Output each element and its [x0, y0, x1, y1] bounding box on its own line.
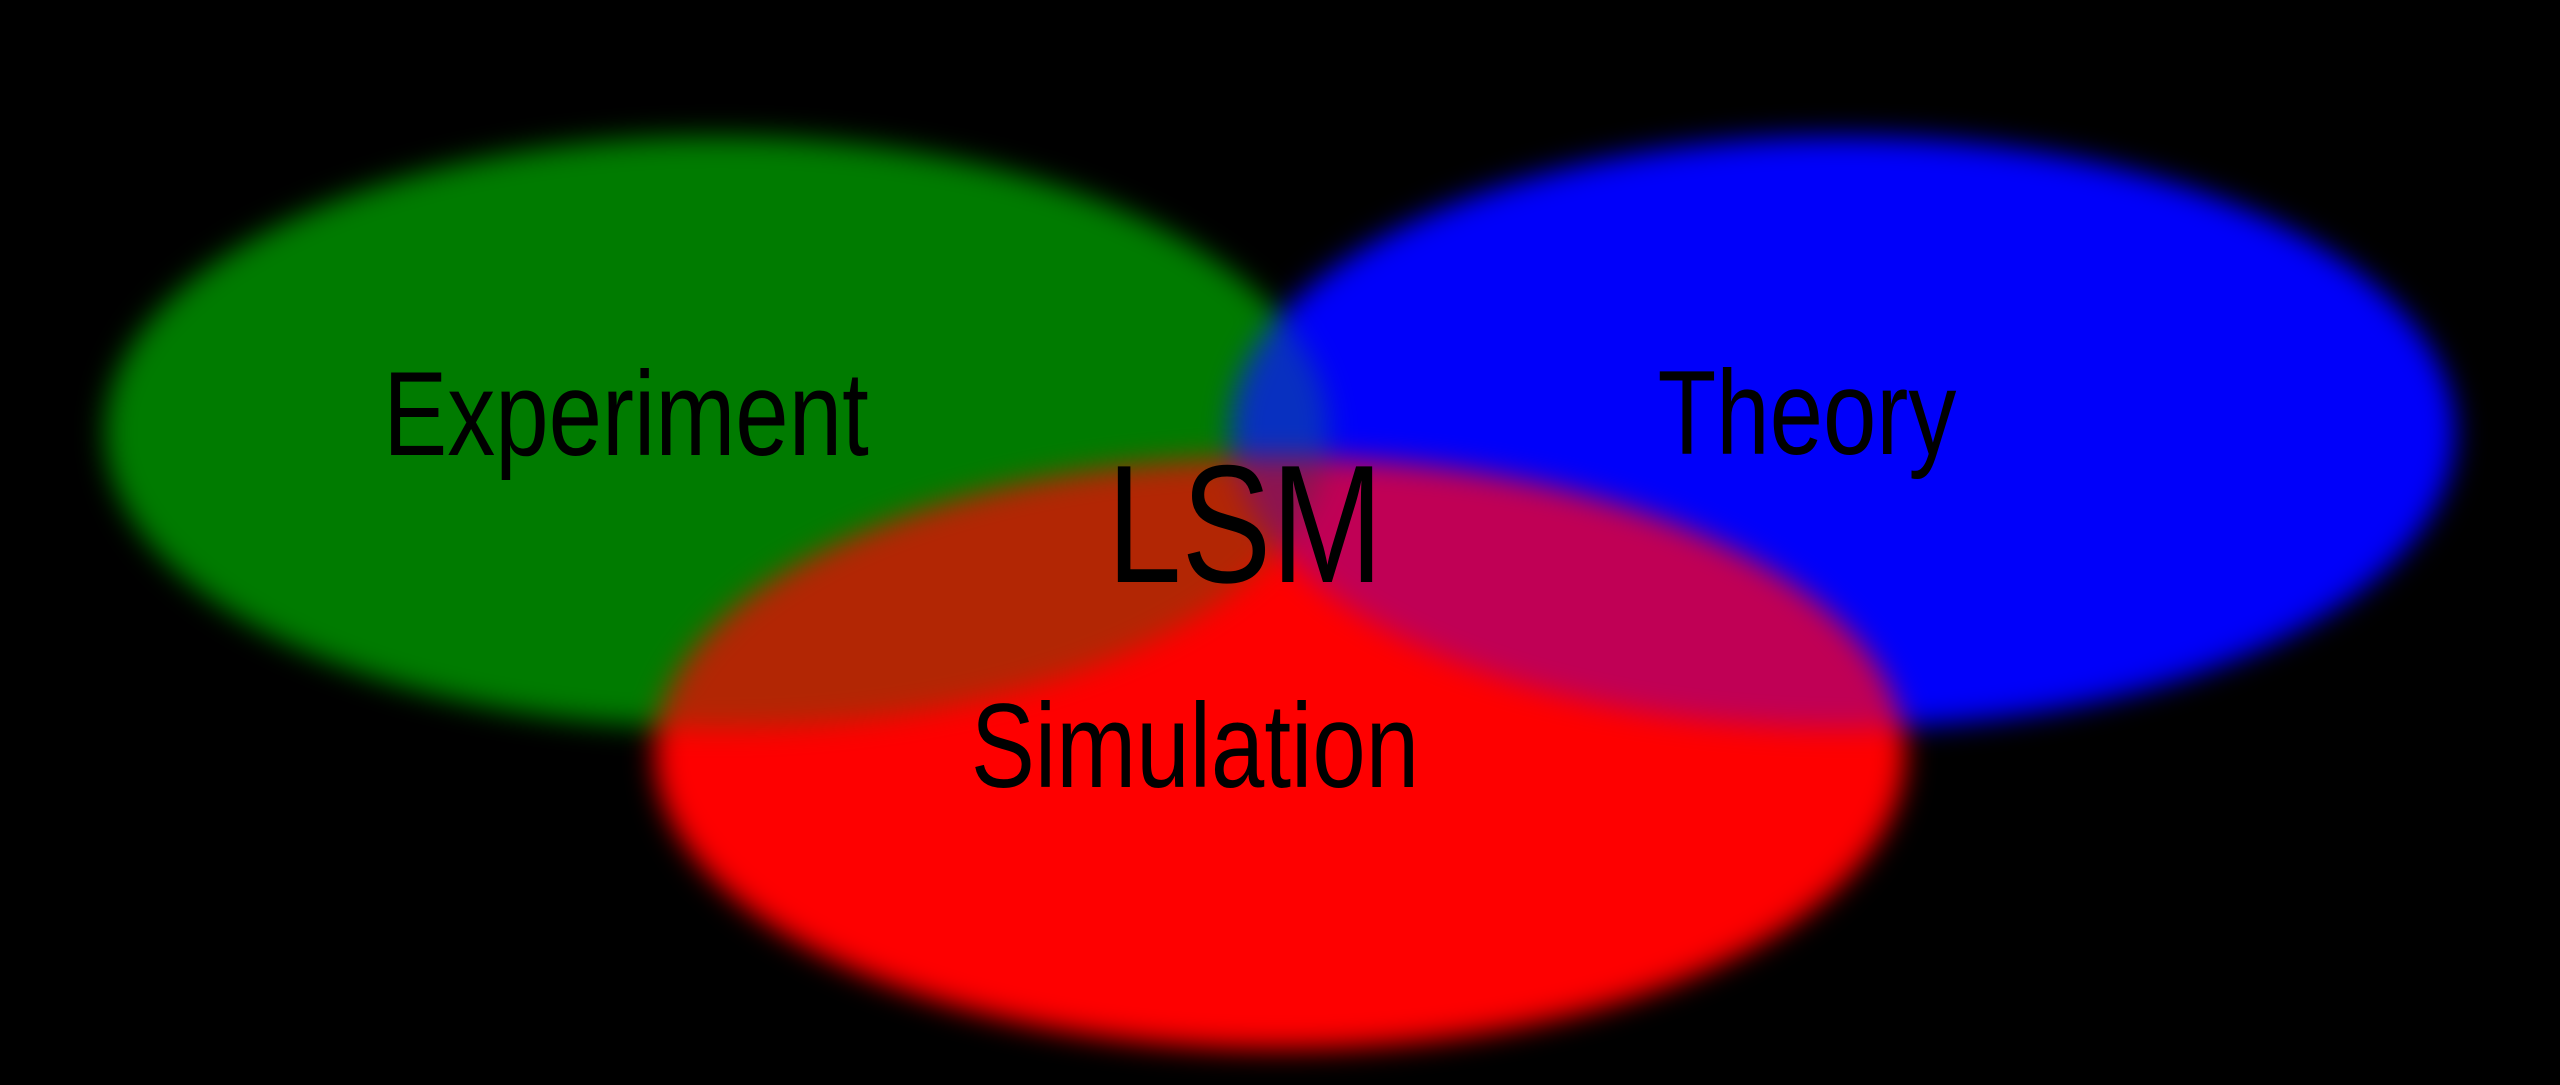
- experiment-label: Experiment: [383, 347, 869, 481]
- center-label-lsm: LSM: [1106, 430, 1384, 618]
- simulation-label: Simulation: [970, 679, 1420, 813]
- theory-label: Theory: [1657, 346, 1957, 480]
